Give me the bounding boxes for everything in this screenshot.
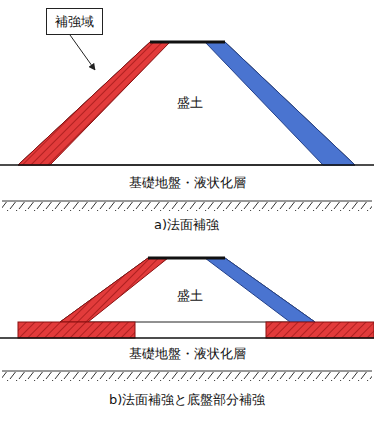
ground-label: 基礎地盤・液状化層: [129, 346, 246, 362]
fill-label: 盛土: [177, 95, 203, 111]
callout-text: 補強域: [55, 14, 94, 30]
ground-label: 基礎地盤・液状化層: [129, 175, 246, 191]
sub-caption: a)法面補強: [154, 217, 219, 233]
fill-label: 盛土: [177, 288, 203, 304]
sub-caption: b)法面補強と底盤部分補強: [109, 392, 265, 408]
callout-box: 補強域: [46, 8, 103, 35]
